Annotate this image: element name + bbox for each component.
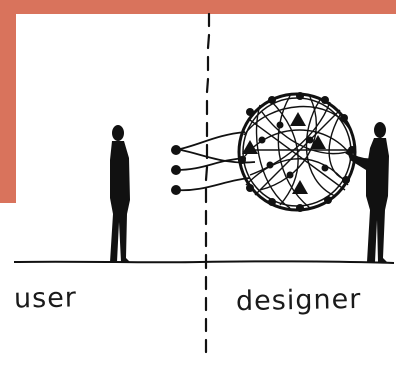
ground-line [13,260,395,264]
connection-wires [175,131,256,192]
sphere-nodes [238,92,356,212]
designer-silhouette [348,122,389,262]
designer-label: designer [235,283,362,318]
user-label: user [13,282,78,315]
divider-dashed-line [204,12,211,354]
designer-arm [345,150,371,162]
accent-frame [0,0,396,203]
connection-dots [171,145,181,195]
user-silhouette [110,125,130,262]
